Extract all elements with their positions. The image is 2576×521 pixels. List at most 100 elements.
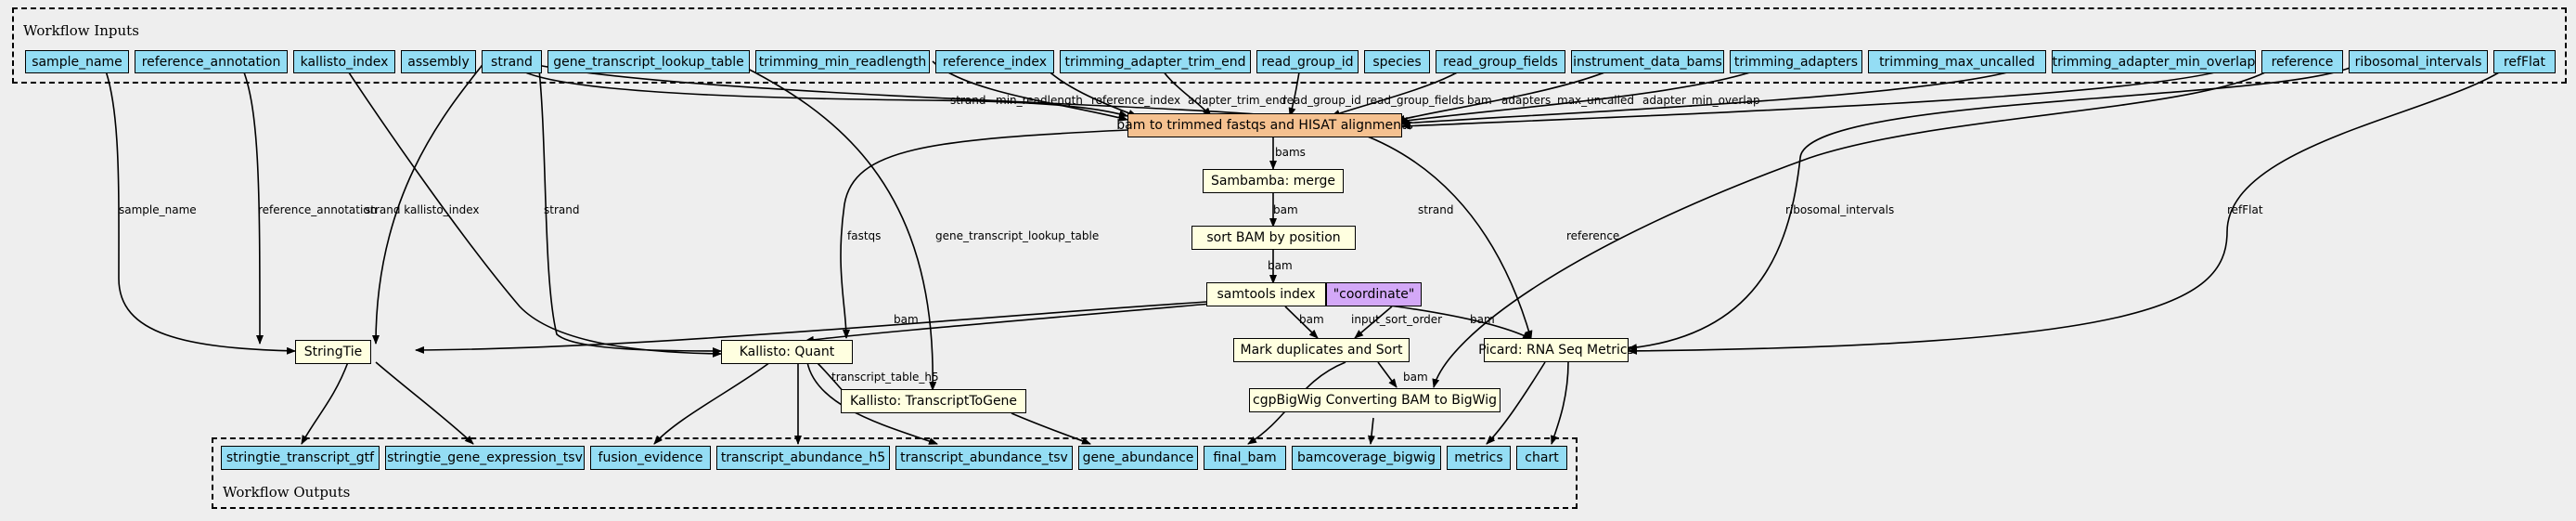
label-refflat: refFlat	[2227, 203, 2263, 216]
label-rgfields: read_group_fields	[1366, 94, 1464, 107]
label-bam-sort: bam	[1268, 259, 1293, 272]
output-fusion-evidence[interactable]: fusion_evidence	[590, 446, 711, 470]
edge-reference-cgp	[1432, 60, 2284, 388]
output-bamcoverage-bigwig[interactable]: bamcoverage_bigwig	[1292, 446, 1441, 470]
step-kallisto-quant[interactable]: Kallisto: Quant	[721, 340, 853, 364]
label-bam-merge: bam	[1273, 203, 1298, 216]
input-trimming-adapters[interactable]: trimming_adapters	[1730, 50, 1862, 73]
workflow-outputs-label: Workflow Outputs	[223, 484, 351, 501]
input-strand[interactable]: strand	[482, 50, 542, 73]
label-rgid: read_group_id	[1282, 94, 1361, 107]
label-minoverlap: adapter_min_overlap	[1642, 94, 1760, 107]
input-reference[interactable]: reference	[2261, 50, 2343, 73]
edge-kallisto-tsv	[806, 361, 938, 445]
edge-strand-main	[509, 60, 1128, 118]
label-adapters: adapters	[1501, 94, 1551, 107]
edge-kallisto-fusion	[653, 361, 771, 445]
input-species[interactable]: species	[1364, 50, 1430, 73]
label-maxuncalled: max_uncalled	[1557, 94, 1634, 107]
input-assembly[interactable]: assembly	[401, 50, 476, 73]
label-inputsortorder: input_sort_order	[1351, 313, 1442, 326]
input-sample-name[interactable]: sample_name	[25, 50, 129, 73]
label-ribosomal: ribosomal_intervals	[1785, 203, 1894, 216]
label-adaptertrimend: adapter_trim_end	[1188, 94, 1286, 107]
output-stringtie-transcript-gtf[interactable]: stringtie_transcript_gtf	[221, 446, 380, 470]
edge-kallistoindex-kallisto	[341, 60, 722, 358]
output-chart[interactable]: chart	[1516, 446, 1567, 470]
output-stringtie-gene-expression-tsv[interactable]: stringtie_gene_expression_tsv	[385, 446, 585, 470]
input-read-group-id[interactable]: read_group_id	[1256, 50, 1359, 73]
label-strand-kq: strand	[544, 203, 579, 216]
edge-stringtie-gtf	[301, 361, 349, 445]
edge-t2g-gene	[1011, 412, 1091, 445]
edge-coordinate-markdup	[1354, 306, 1393, 339]
output-metrics[interactable]: metrics	[1447, 446, 1511, 470]
edge-index-stringtie	[415, 301, 1207, 354]
edge-gtlt-t2g	[732, 60, 937, 391]
label-bam-markdup: bam	[1299, 313, 1324, 326]
edge-maxuncalled-main	[1400, 60, 2038, 127]
label-bam-picard: bam	[1470, 313, 1495, 326]
input-trimming-max-uncalled[interactable]: trimming_max_uncalled	[1868, 50, 2046, 73]
input-instrument-data-bams[interactable]: instrument_data_bams	[1571, 50, 1724, 73]
edge-stringtie-tsv	[375, 361, 474, 445]
label-refannotation: reference_annotation	[258, 203, 377, 216]
value-coordinate[interactable]: "coordinate"	[1326, 282, 1422, 306]
step-sort-bam[interactable]: sort BAM by position	[1191, 226, 1356, 250]
input-ribosomal-intervals[interactable]: ribosomal_intervals	[2349, 50, 2488, 73]
label-strand-main: strand	[950, 94, 985, 107]
step-kallisto-t2g[interactable]: Kallisto: TranscriptToGene	[841, 389, 1026, 413]
edge-picard-metrics	[1486, 361, 1546, 445]
edge-strand-picard	[519, 60, 1533, 340]
input-reference-annotation[interactable]: reference_annotation	[135, 50, 288, 73]
edge-ribosomal-picard	[1628, 60, 2363, 352]
label-bam-cgp: bam	[1403, 371, 1428, 384]
edge-picard-chart	[1551, 361, 1569, 445]
output-transcript-abundance-tsv[interactable]: transcript_abundance_tsv	[895, 446, 1073, 470]
output-gene-abundance[interactable]: gene_abundance	[1078, 446, 1198, 470]
workflow-inputs-cluster: Workflow Inputs	[12, 7, 2567, 84]
input-trimming-min-readlength[interactable]: trimming_min_readlength	[755, 50, 930, 73]
edge-cgp-bigwig	[1367, 417, 1375, 445]
input-kallisto-index[interactable]: kallisto_index	[293, 50, 395, 73]
output-transcript-abundance-h5[interactable]: transcript_abundance_h5	[716, 446, 890, 470]
label-fastqs: fastqs	[847, 229, 881, 242]
edge-markdup-cgp	[1377, 361, 1397, 388]
label-transcripttableh5: transcript_table_h5	[831, 371, 939, 384]
label-minreadlength: min_readlength	[996, 94, 1083, 107]
label-gtlt: gene_transcript_lookup_table	[935, 229, 1099, 242]
input-trimming-adapter-min-overlap[interactable]: trimming_adapter_min_overlap	[2052, 50, 2256, 73]
label-strand-picard: strand	[1418, 203, 1453, 216]
step-sambamba-merge[interactable]: Sambamba: merge	[1203, 169, 1344, 193]
label-strand-kallistoindex: strand kallisto_index	[365, 203, 480, 216]
edge-refannotation-stringtie	[238, 60, 264, 345]
step-mark-duplicates[interactable]: Mark duplicates and Sort	[1233, 338, 1410, 362]
step-cgpbigwig[interactable]: cgpBigWig Converting BAM to BigWig	[1249, 388, 1501, 412]
label-bam-main: bam	[1467, 94, 1492, 107]
step-samtools-index[interactable]: samtools index	[1206, 282, 1326, 306]
input-reference-index[interactable]: reference_index	[935, 50, 1054, 73]
step-stringtie[interactable]: StringTie	[295, 340, 371, 364]
workflow-outputs-cluster: Workflow Outputs	[212, 437, 1578, 509]
edge-strand-stringtie	[372, 60, 486, 345]
edge-main-kallisto	[840, 129, 1128, 339]
label-reference: reference	[1566, 229, 1619, 242]
edge-minoverlap-main	[1401, 60, 2247, 130]
label-bam-stringtie: bam	[894, 313, 919, 326]
label-samplename: sample_name	[119, 203, 197, 216]
output-final-bam[interactable]: final_bam	[1204, 446, 1286, 470]
input-gene-transcript-lookup-table[interactable]: gene_transcript_lookup_table	[547, 50, 750, 73]
label-refindex: reference_index	[1091, 94, 1180, 107]
workflow-inputs-label: Workflow Inputs	[23, 22, 139, 39]
edge-index-kallisto	[805, 303, 1212, 344]
edge-samplename-stringtie	[101, 60, 296, 355]
input-trimming-adapter-trim-end[interactable]: trimming_adapter_trim_end	[1060, 50, 1251, 73]
label-bams: bams	[1275, 146, 1306, 159]
step-bam-to-trimmed[interactable]: bam to trimmed fastqs and HISAT alignmen…	[1116, 113, 1413, 137]
input-read-group-fields[interactable]: read_group_fields	[1436, 50, 1565, 73]
edge-refflat-picard	[1628, 60, 2516, 355]
edge-index-markdup	[1284, 306, 1319, 339]
input-refflat[interactable]: refFlat	[2493, 50, 2556, 73]
step-picard-rnaseq[interactable]: Picard: RNA Seq Metrics	[1478, 338, 1634, 362]
